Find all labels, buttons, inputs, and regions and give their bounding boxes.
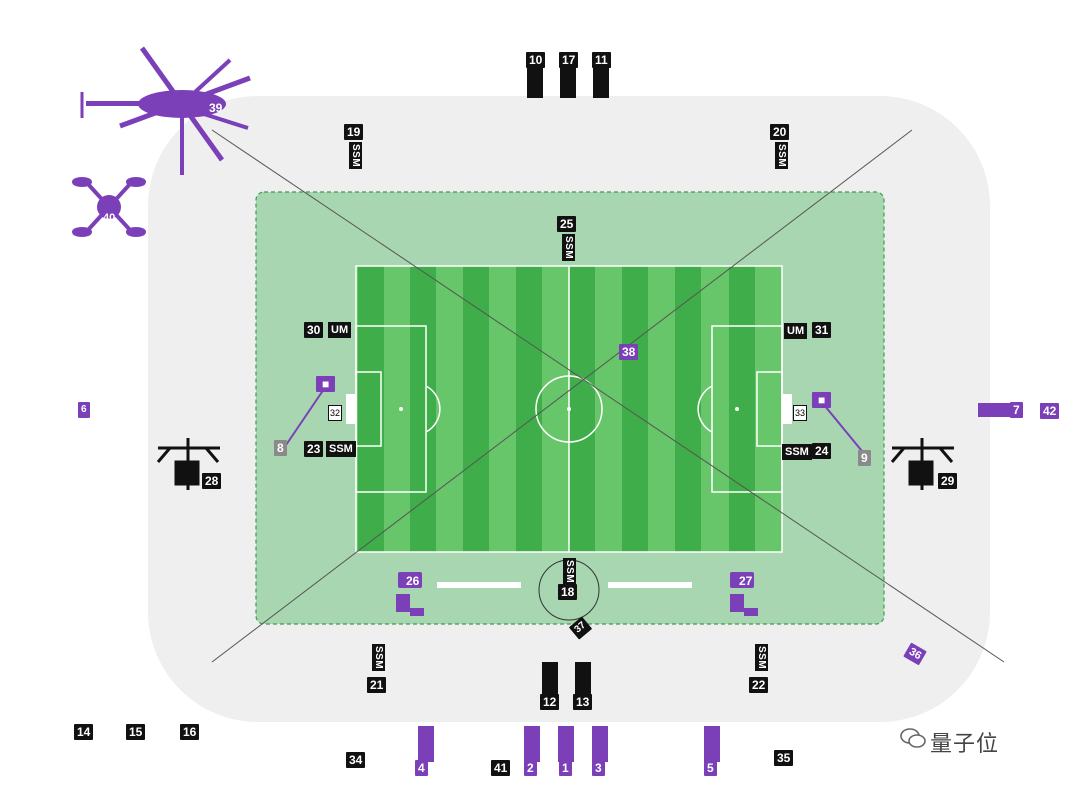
camera-21-label: 21	[367, 677, 387, 693]
rail-right	[608, 582, 692, 588]
tall-camera-bases	[418, 66, 1012, 762]
camera-23-ssm-tag: SSM	[326, 441, 356, 457]
camera-33-label: 33	[793, 405, 808, 421]
camera-4-label: 4	[415, 760, 428, 776]
jib-crane-left-icon	[156, 438, 220, 490]
camera-7-label: 7	[1010, 402, 1023, 418]
camera-17-label: 17	[559, 52, 579, 68]
pole-8	[283, 385, 327, 449]
camera-18-label: 18	[558, 584, 578, 600]
camera-1-label: 1	[559, 760, 572, 776]
camera-39-label: 39	[209, 101, 223, 115]
watermark: 量子位	[930, 732, 1000, 757]
camera-12-label: 12	[540, 694, 560, 710]
camera-30-um-tag: UM	[328, 322, 352, 338]
helicopter-icon	[80, 46, 251, 175]
camera-20-label: 20	[770, 124, 790, 140]
camera-25-ssm-tag: SSM	[562, 234, 575, 262]
camera-22-ssm-tag: SSM	[755, 644, 768, 672]
camera-42-label: 42	[1040, 403, 1060, 419]
camera-19-label: 19	[344, 124, 364, 140]
drone-icon	[72, 177, 146, 237]
camera-29-label: 29	[938, 473, 958, 489]
camera-3-label: 3	[592, 760, 605, 776]
camera-10-label: 10	[526, 52, 546, 68]
camera-38-label: 38	[619, 344, 639, 360]
camera-25-label: 25	[557, 216, 577, 232]
camera-8-cam-icon: ■	[316, 376, 336, 392]
camera-9-cam-icon: ■	[812, 392, 832, 408]
camera-20-ssm-tag: SSM	[775, 142, 788, 170]
camera-18-ssm-tag: SSM	[563, 558, 576, 586]
camera-13-label: 13	[573, 694, 593, 710]
camera-41-label: 41	[491, 760, 511, 776]
camera-31-label: 31	[812, 322, 832, 338]
camera-22-label: 22	[749, 677, 769, 693]
camera-21-ssm-tag: SSM	[372, 644, 385, 672]
rail-left	[437, 582, 521, 588]
pitch	[346, 265, 792, 553]
camera-26-label: 26	[406, 574, 420, 588]
camera-31-um-tag: UM	[784, 323, 808, 339]
camera-11-label: 11	[592, 52, 611, 68]
camera-24-ssm-tag: SSM	[782, 444, 812, 460]
jib-crane-right-icon	[890, 438, 954, 490]
steadicam-left-icon	[396, 572, 424, 616]
camera-27-label: 27	[739, 574, 753, 588]
camera-19-ssm-tag: SSM	[349, 142, 362, 170]
camera-9-label: 9	[858, 450, 871, 466]
camera-30-label: 30	[304, 322, 324, 338]
camera-16-label: 16	[180, 724, 200, 740]
cable-cam-wires	[211, 129, 1005, 663]
pole-9	[819, 399, 867, 457]
camera-8-label: 8	[274, 440, 287, 456]
camera-6-label: 6	[78, 402, 90, 418]
camera-32-label: 32	[328, 405, 343, 421]
camera-2-label: 2	[524, 760, 537, 776]
camera-15-label: 15	[126, 724, 146, 740]
camera-35-label: 35	[774, 750, 794, 766]
steadicam-right-icon	[730, 572, 758, 616]
camera-40-label: 40	[103, 212, 116, 224]
camera-23-label: 23	[304, 441, 324, 457]
camera-24-label: 24	[812, 443, 832, 459]
camera-14-label: 14	[74, 724, 94, 740]
camera-28-label: 28	[202, 473, 222, 489]
camera-34-label: 34	[346, 752, 366, 768]
camera-5-label: 5	[704, 760, 717, 776]
wechat-icon	[900, 728, 926, 748]
